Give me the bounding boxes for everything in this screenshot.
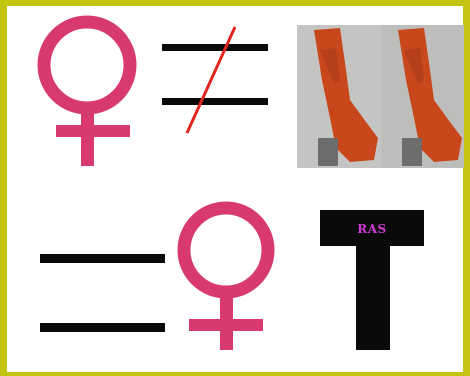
- not-equal-icon: [162, 27, 268, 133]
- venus-symbol-icon: [44, 22, 130, 166]
- equal-icon: [40, 254, 165, 332]
- t-label: RAS: [320, 222, 424, 236]
- legs-photo: [297, 25, 464, 168]
- venus-symbol-icon: [184, 208, 268, 350]
